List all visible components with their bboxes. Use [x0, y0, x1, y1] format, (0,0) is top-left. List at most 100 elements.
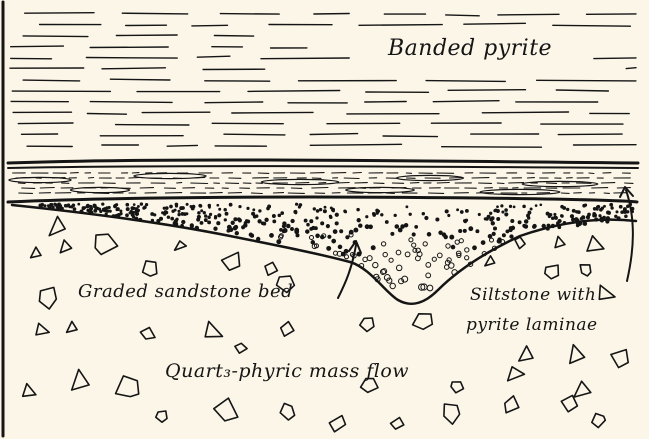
- sand-grain: [225, 212, 228, 215]
- sand-grain: [617, 217, 620, 220]
- banded-pyrite-layer: [10, 13, 636, 148]
- sand-grain: [224, 208, 226, 210]
- sand-grain: [126, 214, 129, 217]
- sand-grain: [409, 238, 413, 242]
- sand-grain: [426, 273, 431, 278]
- sand-grain: [116, 204, 118, 206]
- sand-grain: [511, 219, 514, 222]
- sand-grain: [427, 285, 433, 291]
- sand-grain: [527, 214, 530, 217]
- sand-grain: [190, 224, 193, 227]
- sand-grain: [175, 223, 178, 226]
- mass-flow-clast: [72, 369, 89, 390]
- sand-grain: [324, 206, 326, 208]
- sand-grain: [162, 212, 164, 214]
- mass-flow-clast: [23, 384, 36, 397]
- sand-grain: [412, 243, 416, 247]
- sand-grain: [593, 207, 596, 210]
- sand-grain: [365, 225, 369, 229]
- silt-lamina-dash: [437, 183, 449, 184]
- sand-grain: [412, 233, 415, 236]
- sand-grain: [588, 213, 591, 216]
- mass-flow-clast: [281, 322, 294, 337]
- pyrite-band-dash: [537, 80, 636, 81]
- sand-grain: [540, 204, 542, 206]
- sand-grain: [542, 224, 545, 227]
- sand-grain: [270, 233, 274, 237]
- sand-grain: [596, 208, 598, 210]
- sand-grain: [231, 221, 234, 224]
- pyrite-band-dash: [110, 79, 169, 80]
- pyrite-band-dash: [90, 102, 172, 103]
- sand-grain: [463, 220, 465, 222]
- pyrite-band-dash: [558, 134, 622, 135]
- silt-lamina-dash: [344, 178, 359, 179]
- sand-grain: [201, 210, 203, 212]
- sand-grain: [354, 228, 358, 232]
- sand-grain: [344, 210, 346, 212]
- sand-grain: [198, 212, 201, 215]
- sand-grain: [491, 222, 494, 225]
- sand-grain: [558, 226, 561, 229]
- mass-flow-clast: [360, 318, 374, 332]
- sand-grain: [195, 226, 199, 230]
- sand-grain: [304, 219, 307, 222]
- sand-grain: [597, 205, 600, 208]
- sand-grain: [548, 215, 550, 217]
- sand-grain: [180, 207, 183, 210]
- sand-grain: [178, 210, 180, 212]
- sand-grain: [87, 204, 90, 207]
- pyrite-band-dash: [23, 36, 88, 37]
- sandstone-arrow: [338, 241, 361, 298]
- sand-grain: [455, 240, 459, 244]
- pyrite-band-dash: [383, 136, 437, 137]
- pyrite-lens: [522, 181, 598, 186]
- sand-grain: [71, 206, 73, 208]
- sand-grain: [58, 207, 60, 209]
- sand-grain: [423, 242, 427, 246]
- silt-lamina-dash: [450, 178, 462, 179]
- sand-grain: [61, 207, 64, 210]
- sand-grain: [502, 234, 505, 237]
- sand-grain: [518, 221, 521, 224]
- sand-grain: [601, 219, 604, 222]
- sand-grain: [253, 209, 255, 211]
- sand-grain: [345, 255, 349, 259]
- sand-grain: [137, 205, 139, 207]
- sand-grain: [217, 204, 219, 206]
- sand-grain: [175, 205, 177, 207]
- sand-grain: [181, 212, 184, 215]
- sand-grain: [203, 212, 205, 214]
- sand-grain: [261, 222, 264, 225]
- sand-grain: [249, 233, 252, 236]
- pyrite-band-dash: [122, 13, 187, 14]
- sand-grain: [340, 230, 343, 233]
- sand-grain: [312, 226, 315, 229]
- sand-grain: [551, 224, 554, 227]
- sand-grain: [227, 229, 230, 232]
- mass-flow-clast: [205, 321, 222, 336]
- sand-grain: [363, 257, 368, 262]
- sand-grain: [227, 225, 231, 229]
- mass-flow-clast: [36, 323, 49, 335]
- mass-flow-clast: [574, 381, 591, 397]
- silt-lamina-dash: [497, 183, 504, 184]
- mass-flow-clast: [39, 287, 56, 309]
- sand-grain: [41, 204, 43, 206]
- pyrite-band-dash: [87, 114, 126, 115]
- sand-grain: [528, 211, 531, 214]
- mass-flow-clast: [67, 321, 78, 332]
- mass-flow-clast: [235, 343, 247, 353]
- sand-grain: [44, 205, 46, 207]
- sand-grain: [116, 208, 119, 211]
- sand-grain: [281, 212, 284, 215]
- sand-grain: [186, 203, 188, 205]
- mass-flow-clast: [95, 234, 117, 254]
- sand-grain: [394, 214, 396, 216]
- sand-grain: [319, 208, 321, 210]
- pyrite-band-dash: [448, 90, 525, 91]
- sand-grain: [432, 257, 436, 261]
- sand-grain: [603, 216, 606, 219]
- mass-flow-clast: [31, 247, 41, 258]
- sand-grain: [131, 207, 133, 209]
